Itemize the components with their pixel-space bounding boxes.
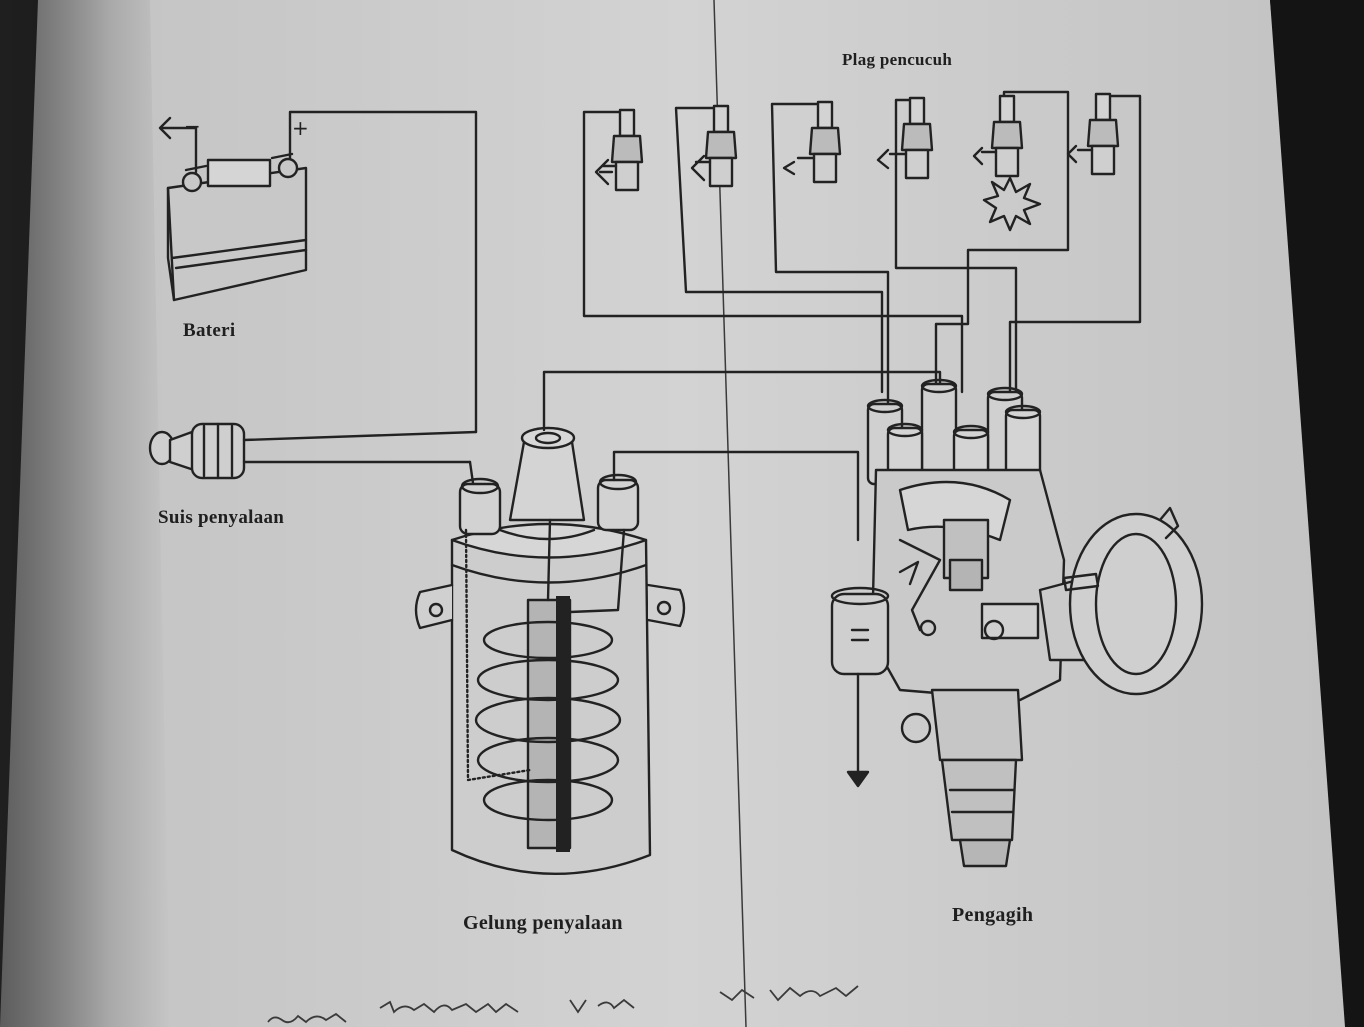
coil-to-distributor-lead xyxy=(612,450,860,542)
spark-plug-4 xyxy=(876,96,1018,394)
coil-high-tension-lead xyxy=(542,370,942,432)
spark-plug-6 xyxy=(1008,92,1142,412)
ignition-switch xyxy=(148,422,478,492)
ignition-coil-label: Gelung penyalaan xyxy=(463,912,623,934)
battery-positive-symbol: + xyxy=(292,116,309,140)
spark-plug-row xyxy=(582,90,1142,427)
spark-plug-3 xyxy=(770,100,890,427)
spark-plug-2 xyxy=(674,104,884,394)
distributor-label: Pengagih xyxy=(952,904,1034,926)
paper-left-shadow xyxy=(0,0,170,1027)
battery-negative-symbol: − xyxy=(184,114,201,138)
spark-burst-icon xyxy=(982,176,1042,232)
handwriting-scribble xyxy=(267,985,859,1024)
spark-plug-5-firing xyxy=(934,90,1070,394)
ground-arrow-battery xyxy=(158,116,172,140)
ignition-coil xyxy=(414,426,686,876)
table-edge-right xyxy=(1270,0,1364,1027)
spark-plug-1 xyxy=(582,108,964,394)
spark-plugs-label: Plag pencucuh xyxy=(842,50,953,69)
distributor xyxy=(830,378,1204,868)
battery xyxy=(158,110,478,434)
battery-label: Bateri xyxy=(183,320,236,341)
ignition-switch-label: Suis penyalaan xyxy=(158,507,285,528)
distributor-ground-icon xyxy=(846,770,870,788)
